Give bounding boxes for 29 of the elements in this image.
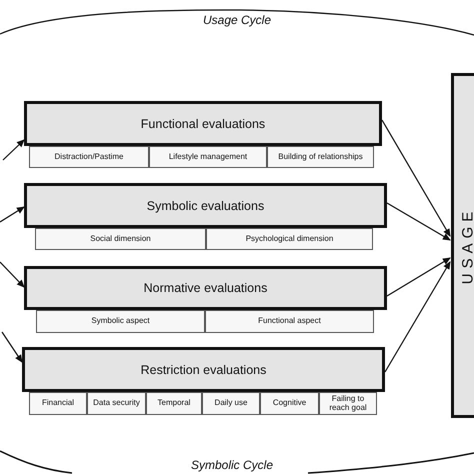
- aspect-cell: Distraction/Pastime: [29, 146, 149, 168]
- usage-label: USAGE: [459, 206, 474, 284]
- evaluation-box: Functional evaluations: [24, 101, 382, 146]
- aspect-cell: Lifestyle management: [149, 146, 267, 168]
- arrow: [384, 261, 451, 372]
- evaluation-box: Symbolic evaluations: [24, 183, 387, 228]
- arrow: [386, 257, 451, 297]
- aspect-cell: Psychological dimension: [206, 228, 373, 250]
- arrow: [2, 332, 23, 363]
- aspect-cell: Temporal: [146, 392, 202, 415]
- aspect-cell: Daily use: [202, 392, 260, 415]
- aspect-cell: Functional aspect: [205, 310, 374, 333]
- evaluation-box: Restriction evaluations: [22, 347, 385, 392]
- cycle-label: Symbolic Cycle: [190, 458, 274, 472]
- aspect-cell: Cognitive: [260, 392, 319, 415]
- aspect-cell: Financial: [29, 392, 87, 415]
- aspect-cell: Social dimension: [35, 228, 206, 250]
- cycle-label: Usage Cycle: [202, 13, 272, 27]
- arrow: [381, 120, 451, 237]
- aspect-cell: Symbolic aspect: [36, 310, 205, 333]
- usage-box: [451, 73, 474, 418]
- aspect-cell: Failing to reach goal: [319, 392, 377, 415]
- arrow: [386, 202, 451, 241]
- arrow: [0, 206, 25, 222]
- arrow: [0, 262, 25, 288]
- aspect-cell: Data security: [87, 392, 146, 415]
- aspect-cell: Building of relationships: [267, 146, 374, 168]
- arrow: [2, 139, 25, 160]
- evaluation-box: Normative evaluations: [24, 266, 387, 310]
